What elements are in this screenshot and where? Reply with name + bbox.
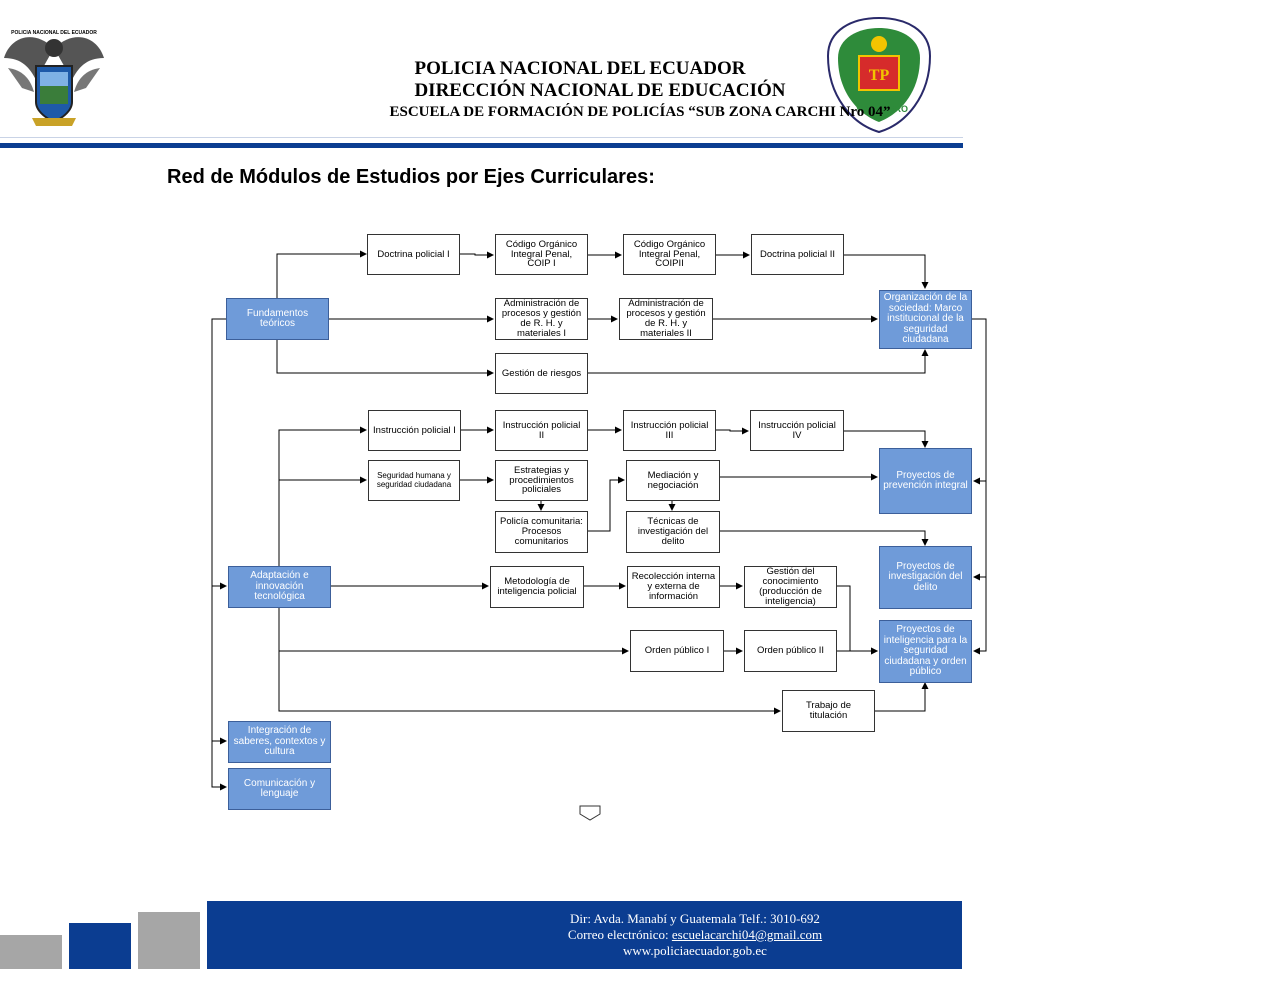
page-marker-icon [579,805,601,821]
footer-email-link[interactable]: escuelacarchi04@gmail.com [671,927,823,942]
node-integracion: Integración de saberes, contextos y cult… [228,721,331,763]
svg-text:VICE: VICE [856,104,877,114]
node-instr2: Instrucción policial II [495,410,588,451]
svg-text:RRO: RRO [888,104,908,114]
svg-text:POLICIA NACIONAL DEL ECUADOR: POLICIA NACIONAL DEL ECUADOR [11,30,97,36]
node-instr1: Instrucción policial I [368,410,461,451]
node-doctrina2: Doctrina policial II [751,234,844,275]
footer-email-line: Correo electrónico: escuelacarchi04@gmai… [540,927,850,943]
node-riesgos: Gestión de riesgos [495,353,588,394]
node-instr3: Instrucción policial III [623,410,716,451]
node-fundamentos: Fundamentos teóricos [226,298,329,340]
node-estrategias: Estrategias y procedimientos policiales [495,460,588,501]
node-coip1: Código Orgánico Integral Penal, COIP I [495,234,588,275]
node-comunitaria: Policía comunitaria: Procesos comunitari… [495,511,588,553]
header-title-1: POLICIA NACIONAL DEL ECUADOR [414,58,746,79]
node-doctrina1: Doctrina policial I [367,234,460,275]
node-proy-inteligencia: Proyectos de inteligencia para la seguri… [879,620,972,683]
node-organizacion: Organización de la sociedad: Marco insti… [879,290,972,349]
node-recoleccion: Recolección interna y externa de informa… [627,566,720,608]
node-titulacion: Trabajo de titulación [782,690,875,732]
node-tecnicas: Técnicas de investigación del delito [626,511,720,553]
footer-blue-square [69,923,131,969]
node-admin1: Administración de procesos y gestión de … [495,298,588,340]
footer-website[interactable]: www.policiaecuador.gob.ec [623,943,767,958]
node-admin2: Administración de procesos y gestión de … [619,298,713,340]
node-metodologia: Metodología de inteligencia policial [490,566,584,608]
header-title-2: DIRECCIÓN NACIONAL DE EDUCACIÓN [414,80,786,101]
node-proy-investigacion: Proyectos de investigación del delito [879,546,972,609]
node-orden2: Orden público II [744,630,837,672]
footer-bar [207,901,962,969]
header-divider [0,143,963,148]
footer-gray-square-2 [138,912,200,969]
footer-email-label: Correo electrónico: [567,927,672,942]
header-title-3: ESCUELA DE FORMACIÓN DE POLICÍAS “SUB ZO… [389,104,891,120]
node-comunicacion: Comunicación y lenguaje [228,768,331,810]
footer-gray-square-1 [0,935,62,969]
node-conocimiento: Gestión del conocimiento (producción de … [744,566,837,608]
police-emblem-logo: POLICIA NACIONAL DEL ECUADOR [2,18,106,134]
node-seguridad: Seguridad humana y seguridad ciudadana [368,460,460,501]
institute-seal-logo: TP VICE RRO [826,16,932,134]
footer-address: Dir: Avda. Manabí y Guatemala Telf.: 301… [570,911,820,926]
node-coip2: Código Orgánico Integral Penal, COIPII [623,234,716,275]
svg-text:TP: TP [869,67,890,84]
node-prevencion: Proyectos de prevención integral [879,448,972,514]
node-mediacion: Mediación y negociación [626,460,720,501]
header-thin-rule [0,137,963,138]
node-orden1: Orden público I [630,630,724,672]
node-instr4: Instrucción policial IV [750,410,844,451]
node-adaptacion: Adaptación e innovación tecnológica [228,566,331,608]
section-title: Red de Módulos de Estudios por Ejes Curr… [167,166,655,188]
